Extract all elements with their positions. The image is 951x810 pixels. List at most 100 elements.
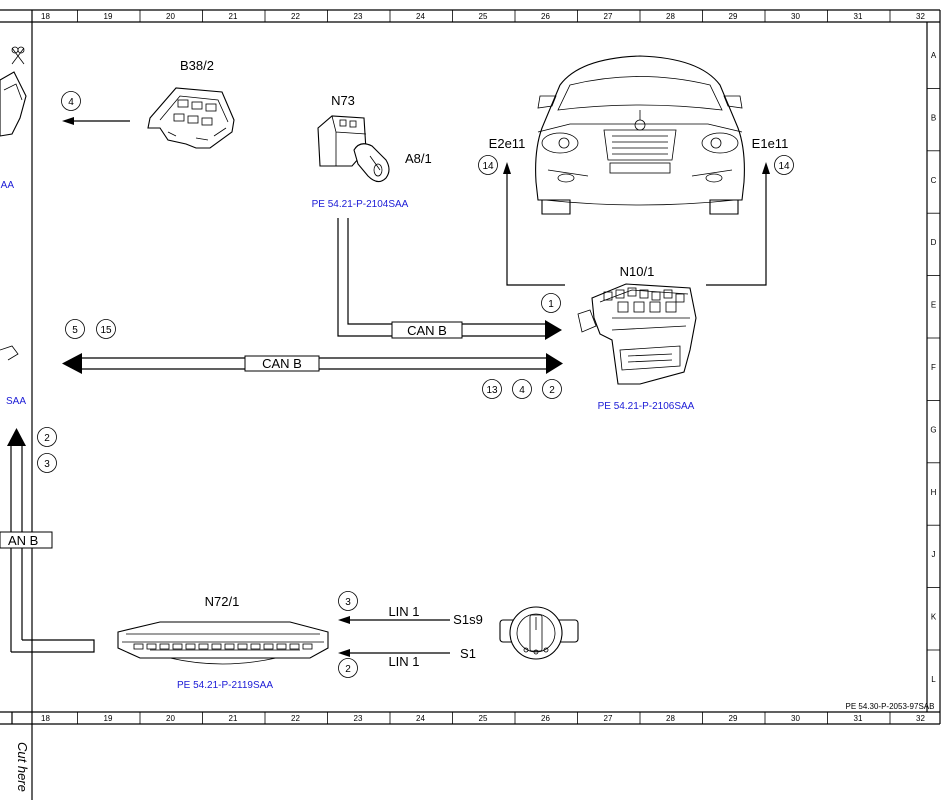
bubble-can-lower-c: 2 [542,379,562,399]
bubble-vertical-b: 3 [37,453,57,473]
column-number-30-bottom: 30 [791,714,800,723]
b38-2-arrow [62,117,130,125]
bubble-can-lower-a: 13 [482,379,502,399]
column-number-21-bottom: 21 [229,714,238,723]
panel-key [263,643,274,650]
column-number-19-bottom: 19 [104,714,113,723]
bubble-can-upper-ref: 1 [541,293,561,313]
column-number-28-bottom: 28 [666,714,675,723]
panel-key [211,643,222,650]
column-number-32-top: 32 [916,12,925,21]
column-ruler: 1818191920202121222223232424252526262727… [41,10,925,724]
panel-key [198,643,209,650]
column-number-20-bottom: 20 [166,714,175,723]
bubble-can-lower-b: 4 [512,379,532,399]
panel-key [133,643,144,650]
svg-text:3: 3 [44,459,50,470]
bubble-left-b: 15 [96,319,116,339]
label-e1e11: E1e11 [752,136,789,151]
column-number-22-top: 22 [291,12,300,21]
column-number-30-top: 30 [791,12,800,21]
svg-text:5: 5 [72,325,78,336]
svg-text:15: 15 [100,325,112,336]
row-letter-G: G [930,425,936,434]
svg-text:13: 13 [486,385,498,396]
svg-text:1: 1 [548,299,554,310]
doc-reference: PE 54.30-P-2053-97SAB [846,702,935,711]
cut-here-label: Cut here [15,742,30,792]
label-n73: N73 [331,93,355,108]
link-n73[interactable]: PE 54.21-P-2104SAA [312,199,409,210]
label-n10-1: N10/1 [620,264,655,279]
column-number-26-bottom: 26 [541,714,550,723]
panel-key [159,643,170,650]
label-b38-2: B38/2 [180,58,214,73]
bubble-b38-ref: 4 [61,91,81,111]
panel-key [237,643,248,650]
panel-key [289,643,300,650]
column-number-24-top: 24 [416,12,425,21]
column-number-25-top: 25 [479,12,488,21]
column-number-18-top: 18 [41,12,50,21]
column-number-23-bottom: 23 [354,714,363,723]
row-letter-L: L [931,675,936,684]
column-number-29-bottom: 29 [729,714,738,723]
s1-light-switch-drawing [499,606,579,660]
n72-1-control-panel-drawing [117,621,329,665]
svg-text:14: 14 [482,161,494,172]
label-lin-1-upper: LIN 1 [388,604,419,619]
svg-text:4: 4 [68,97,74,108]
e1e11-feed-line [706,162,770,286]
row-letter-A: A [931,51,937,60]
svg-text:3: 3 [345,597,351,608]
label-n72-1: N72/1 [205,594,240,609]
left-partial-drawing [0,46,27,361]
bubble-lin-upper-ref: 3 [338,591,358,611]
label-can-b-lower: CAN B [262,356,302,371]
column-number-28-top: 28 [666,12,675,21]
column-number-32-bottom: 32 [916,714,925,723]
bubble-left-a: 5 [65,319,85,339]
panel-key [172,643,183,650]
label-can-b-upper: CAN B [407,323,447,338]
svg-text:4: 4 [519,385,525,396]
column-number-24-bottom: 24 [416,714,425,723]
column-number-27-top: 27 [604,12,613,21]
link-left-top[interactable]: AA [1,180,15,191]
b38-2-sensor-drawing [147,87,235,149]
panel-key [224,643,235,650]
label-e2e11: E2e11 [489,136,526,151]
can-b-left-bus: AN B [0,428,95,653]
row-letter-J: J [932,550,936,559]
link-n72-1[interactable]: PE 54.21-P-2119SAA [177,680,273,691]
link-n10-1[interactable]: PE 54.21-P-2106SAA [598,401,695,412]
diagram-frame [0,9,941,800]
svg-text:2: 2 [549,385,555,396]
bubble-lin-lower-ref: 2 [338,658,358,678]
lin-1-upper-line: LIN 1 [338,604,450,624]
column-number-18-bottom: 18 [41,714,50,723]
n73-ignition-switch-drawing [317,115,390,183]
row-letter-F: F [931,363,936,372]
column-number-22-bottom: 22 [291,714,300,723]
row-letter-C: C [931,176,937,185]
panel-key [302,643,313,650]
svg-text:2: 2 [44,433,50,444]
label-can-b-left: AN B [8,533,38,548]
e2e11-feed-line [503,162,565,286]
column-number-21-top: 21 [229,12,238,21]
link-left-mid[interactable]: SAA [6,396,26,407]
svg-text:2: 2 [345,664,351,675]
label-s1: S1 [460,646,476,661]
label-s1s9: S1s9 [453,612,483,627]
column-number-31-top: 31 [854,12,863,21]
row-letter-D: D [931,238,937,247]
row-letter-H: H [931,488,937,497]
column-number-29-top: 29 [729,12,738,21]
column-number-27-bottom: 27 [604,714,613,723]
column-number-20-top: 20 [166,12,175,21]
svg-text:14: 14 [778,161,790,172]
column-number-26-top: 26 [541,12,550,21]
label-a8-1: A8/1 [405,151,432,166]
